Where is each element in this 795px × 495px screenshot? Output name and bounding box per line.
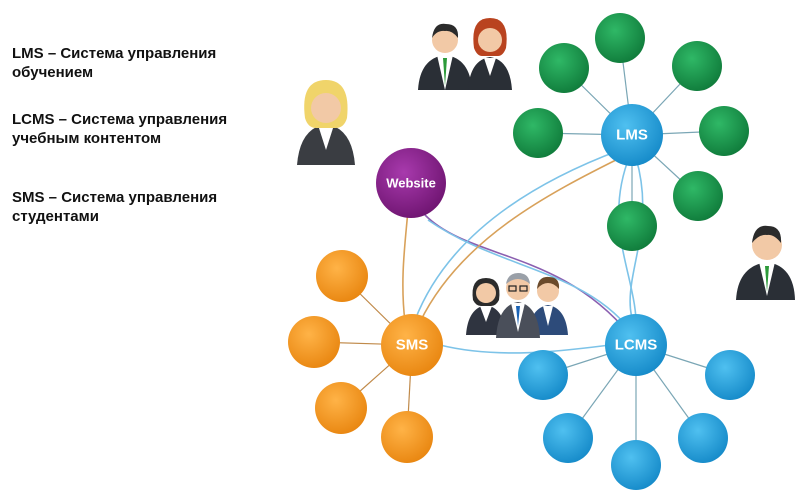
link-sms-lms (414, 149, 621, 321)
hub-sms-label: SMS (396, 337, 429, 354)
link-sms-website (402, 209, 409, 323)
hub-sms: SMS (381, 314, 443, 376)
legend-abbr-lcms: LCMS (12, 111, 55, 128)
lcms-node (543, 413, 593, 463)
sms-node (315, 382, 367, 434)
user-group-icon (466, 273, 568, 338)
legend-item-lcms: LCMS – Система управления учебным контен… (12, 110, 292, 148)
legend-abbr-sms: SMS (12, 189, 45, 206)
legend-text-sms: – Система управления студентами (12, 189, 218, 225)
hub-lms-label: LMS (616, 127, 648, 144)
hub-website-label: Website (386, 176, 436, 191)
man-user-icon (736, 225, 795, 300)
lms-node (699, 106, 749, 156)
woman-user-icon (297, 80, 355, 165)
lms-node (539, 43, 589, 93)
hub-website: Website (376, 148, 446, 218)
lms-node (595, 13, 645, 63)
people-pair-icon (418, 18, 512, 90)
legend-text-lms: – Система управления обучением (12, 45, 217, 81)
sms-node (381, 411, 433, 463)
hub-lcms-label: LCMS (615, 337, 658, 354)
legend-text-lcms: – Система управления учебным контентом (12, 111, 228, 147)
link-sms-lcms (439, 344, 611, 354)
lcms-satellites (518, 350, 755, 490)
hub-lcms: LCMS (605, 314, 667, 376)
lcms-node (518, 350, 568, 400)
lcms-node (611, 440, 661, 490)
sms-node (288, 316, 340, 368)
lcms-node (678, 413, 728, 463)
sms-node (316, 250, 368, 302)
link-website-lcms-2 (427, 219, 637, 339)
lms-satellites (513, 13, 749, 251)
sms-satellites (288, 250, 433, 463)
hub-lms: LMS (601, 104, 663, 166)
lms-node (607, 201, 657, 251)
lms-node (673, 171, 723, 221)
legend-item-lms: LMS – Система управления обучением (12, 44, 292, 82)
lcms-node (705, 350, 755, 400)
lms-node (513, 108, 563, 158)
lms-node (672, 41, 722, 91)
link-sms-lms-2 (419, 154, 627, 323)
legend-item-sms: SMS – Система управления студентами (12, 188, 292, 226)
legend-abbr-lms: LMS (12, 45, 44, 62)
